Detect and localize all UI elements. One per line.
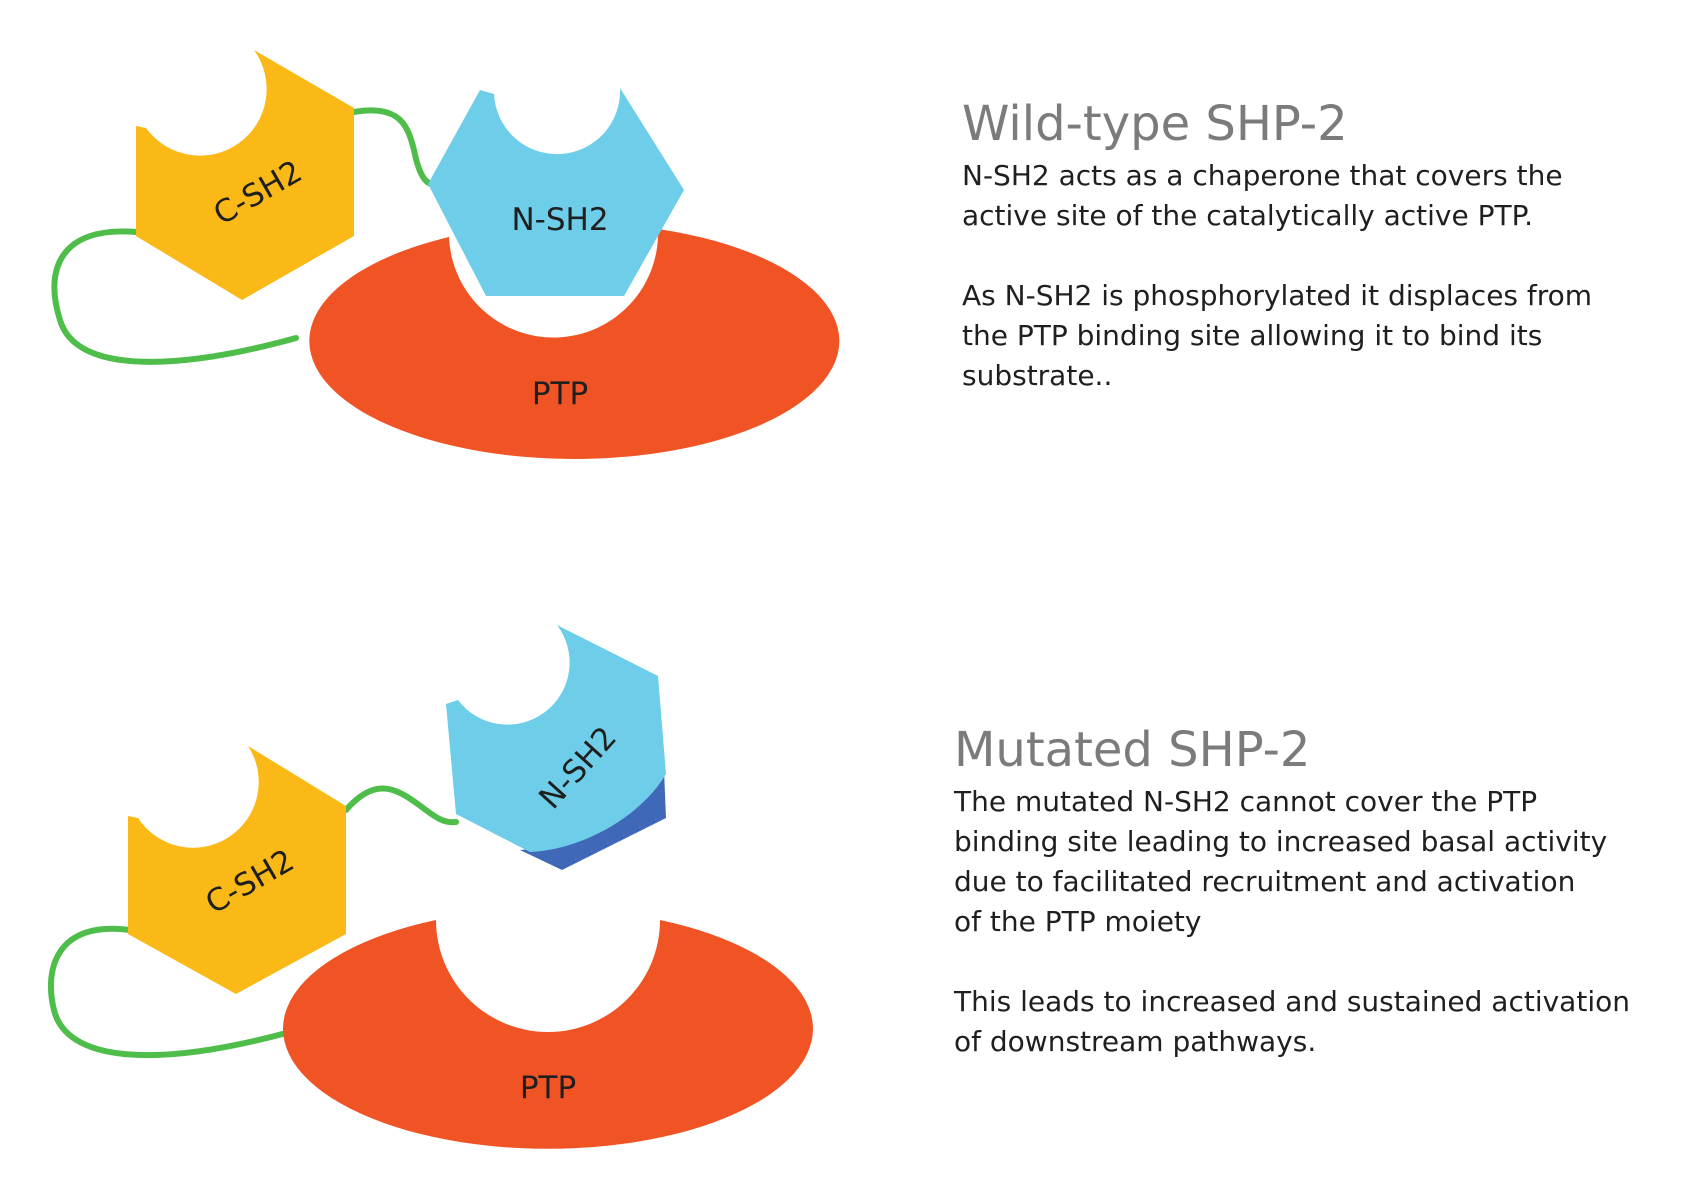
wild-csh2-domain — [136, 50, 354, 300]
wild-type-description: Wild-type SHP-2 N-SH2 acts as a chaperon… — [962, 96, 1682, 396]
wild-linker-csh2-nsh2 — [351, 107, 445, 188]
mut-csh2-domain — [128, 746, 346, 994]
wild-linker-csh2-ptp — [51, 228, 299, 365]
mutated-paragraph-2: This leads to increased and sustained ac… — [954, 985, 1630, 1058]
mut-linker-csh2-ptp — [48, 925, 293, 1059]
mut-ptp-label: PTP — [520, 1070, 576, 1106]
mut-ptp-domain — [283, 920, 813, 1149]
wild-ptp-label: PTP — [532, 376, 588, 412]
wild-type-paragraph-1: N-SH2 acts as a chaperone that covers th… — [962, 159, 1563, 232]
wild-ptp-domain — [309, 229, 840, 459]
mut-linker-csh2-nsh2 — [343, 785, 459, 826]
wild-nsh2-domain — [428, 88, 684, 296]
wild-type-paragraph-2: As N-SH2 is phosphorylated it displaces … — [962, 279, 1593, 392]
mutated-description: Mutated SHP-2 The mutated N-SH2 cannot c… — [954, 722, 1684, 1062]
mutated-title: Mutated SHP-2 — [954, 722, 1311, 778]
wild-nsh2-label: N-SH2 — [511, 202, 608, 238]
wild-type-title: Wild-type SHP-2 — [962, 96, 1348, 152]
mutated-illustration: C-SH2 N-SH2 PTP — [48, 625, 813, 1149]
mut-nsh2-domain — [446, 625, 666, 852]
wild-type-illustration: C-SH2 N-SH2 PTP — [51, 50, 840, 459]
mutated-paragraph-1: The mutated N-SH2 cannot cover the PTP b… — [954, 785, 1608, 938]
